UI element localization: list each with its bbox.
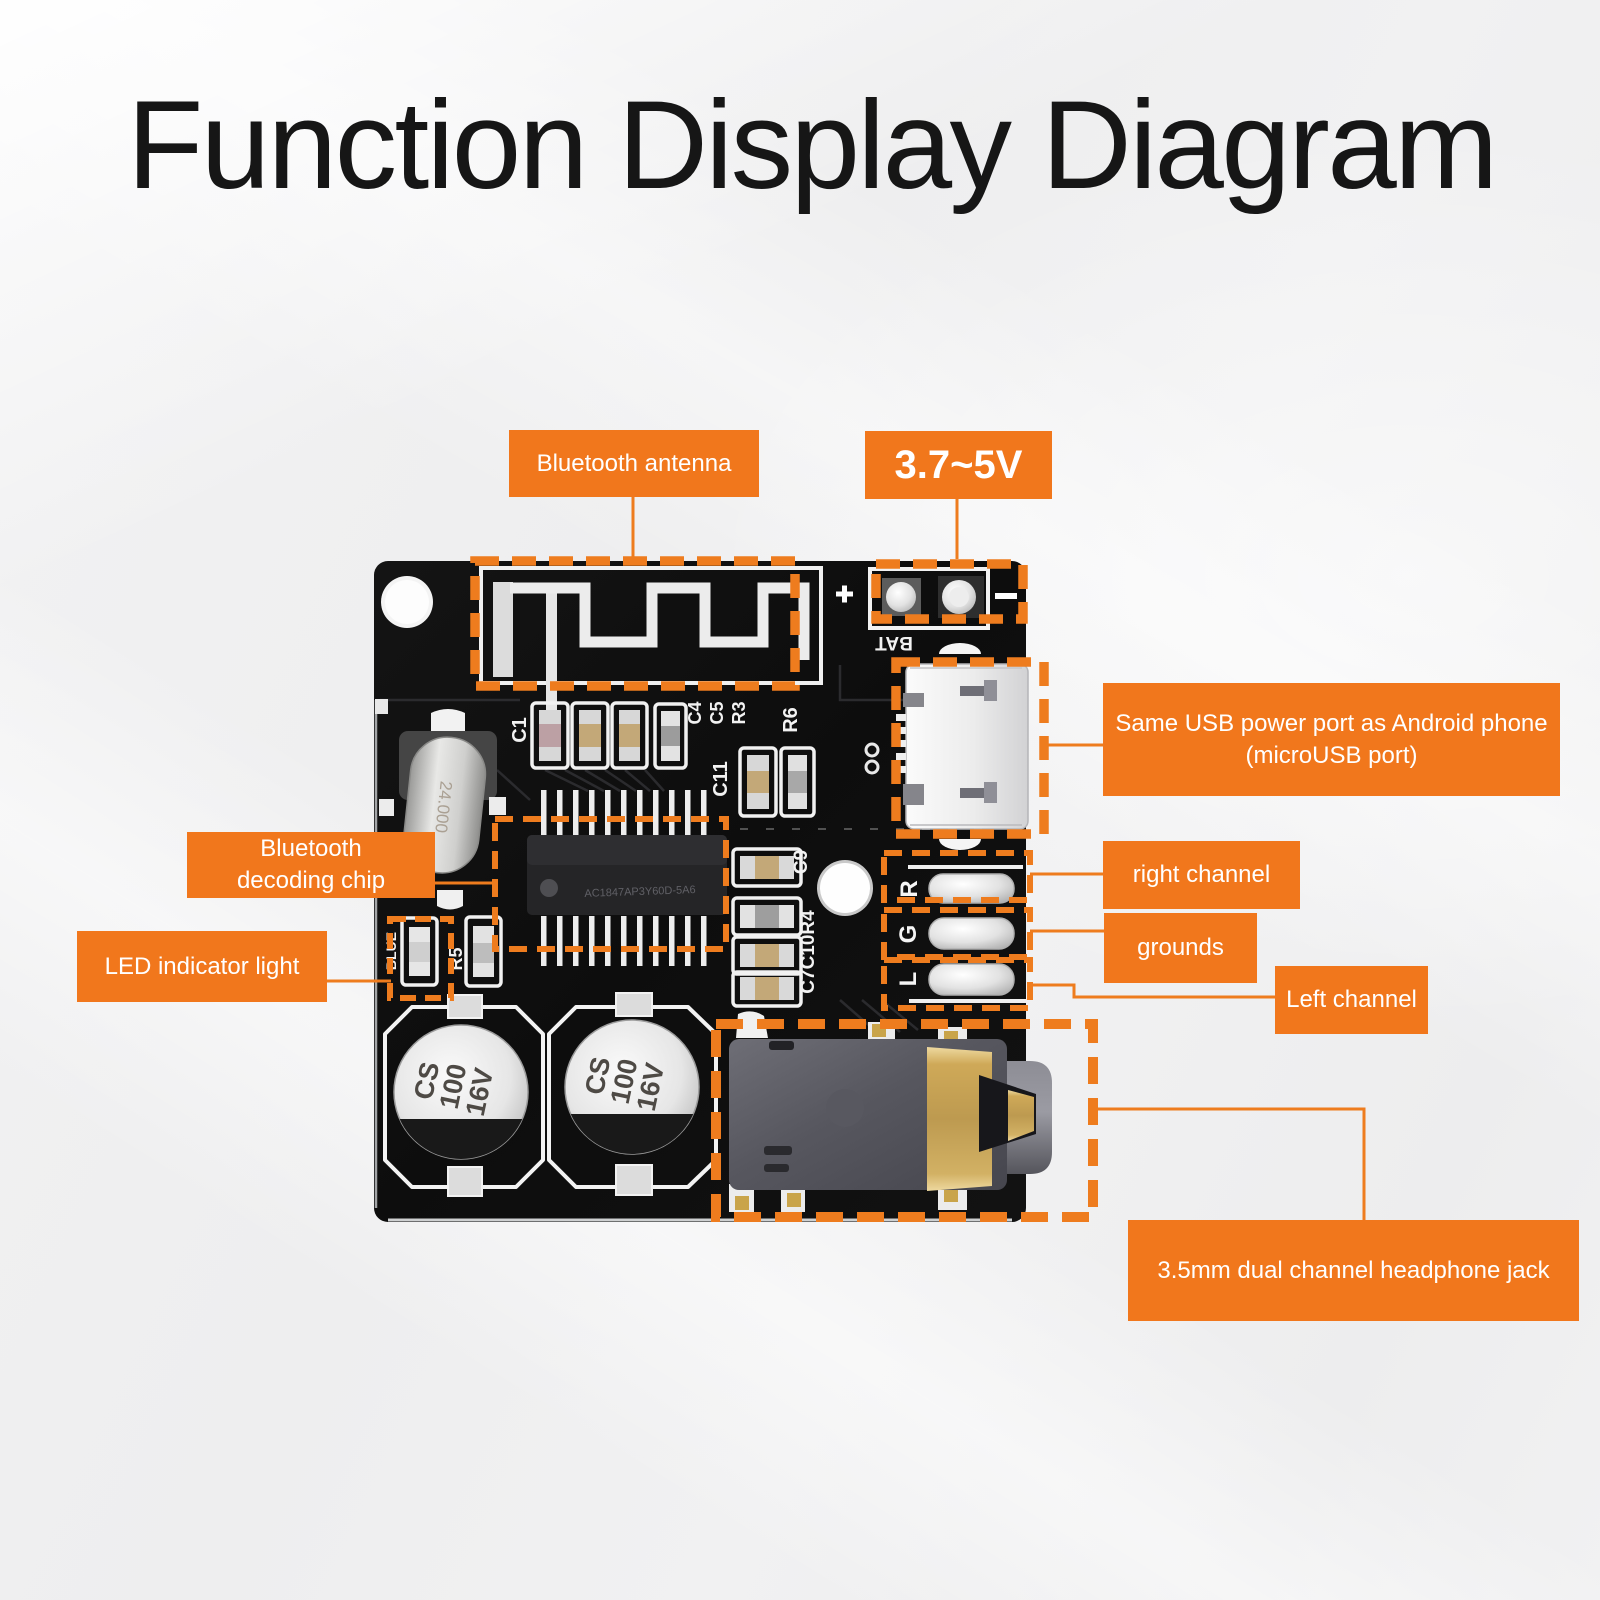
svg-text:C1: C1: [509, 717, 531, 743]
svg-text:R: R: [896, 880, 923, 897]
svg-text:C5: C5: [707, 701, 727, 724]
svg-text:R6: R6: [780, 707, 802, 733]
svg-text:C7C10R4: C7C10R4: [798, 910, 819, 994]
svg-text:R3: R3: [729, 701, 749, 724]
svg-text:G: G: [895, 925, 922, 944]
svg-text:L: L: [895, 972, 922, 987]
svg-text:BAT: BAT: [875, 632, 913, 653]
svg-text:C9: C9: [791, 850, 812, 874]
svg-text:AC1847AP3Y60D-5A6: AC1847AP3Y60D-5A6: [584, 884, 696, 900]
svg-text:C11: C11: [710, 761, 732, 797]
svg-text:C4: C4: [685, 701, 705, 724]
